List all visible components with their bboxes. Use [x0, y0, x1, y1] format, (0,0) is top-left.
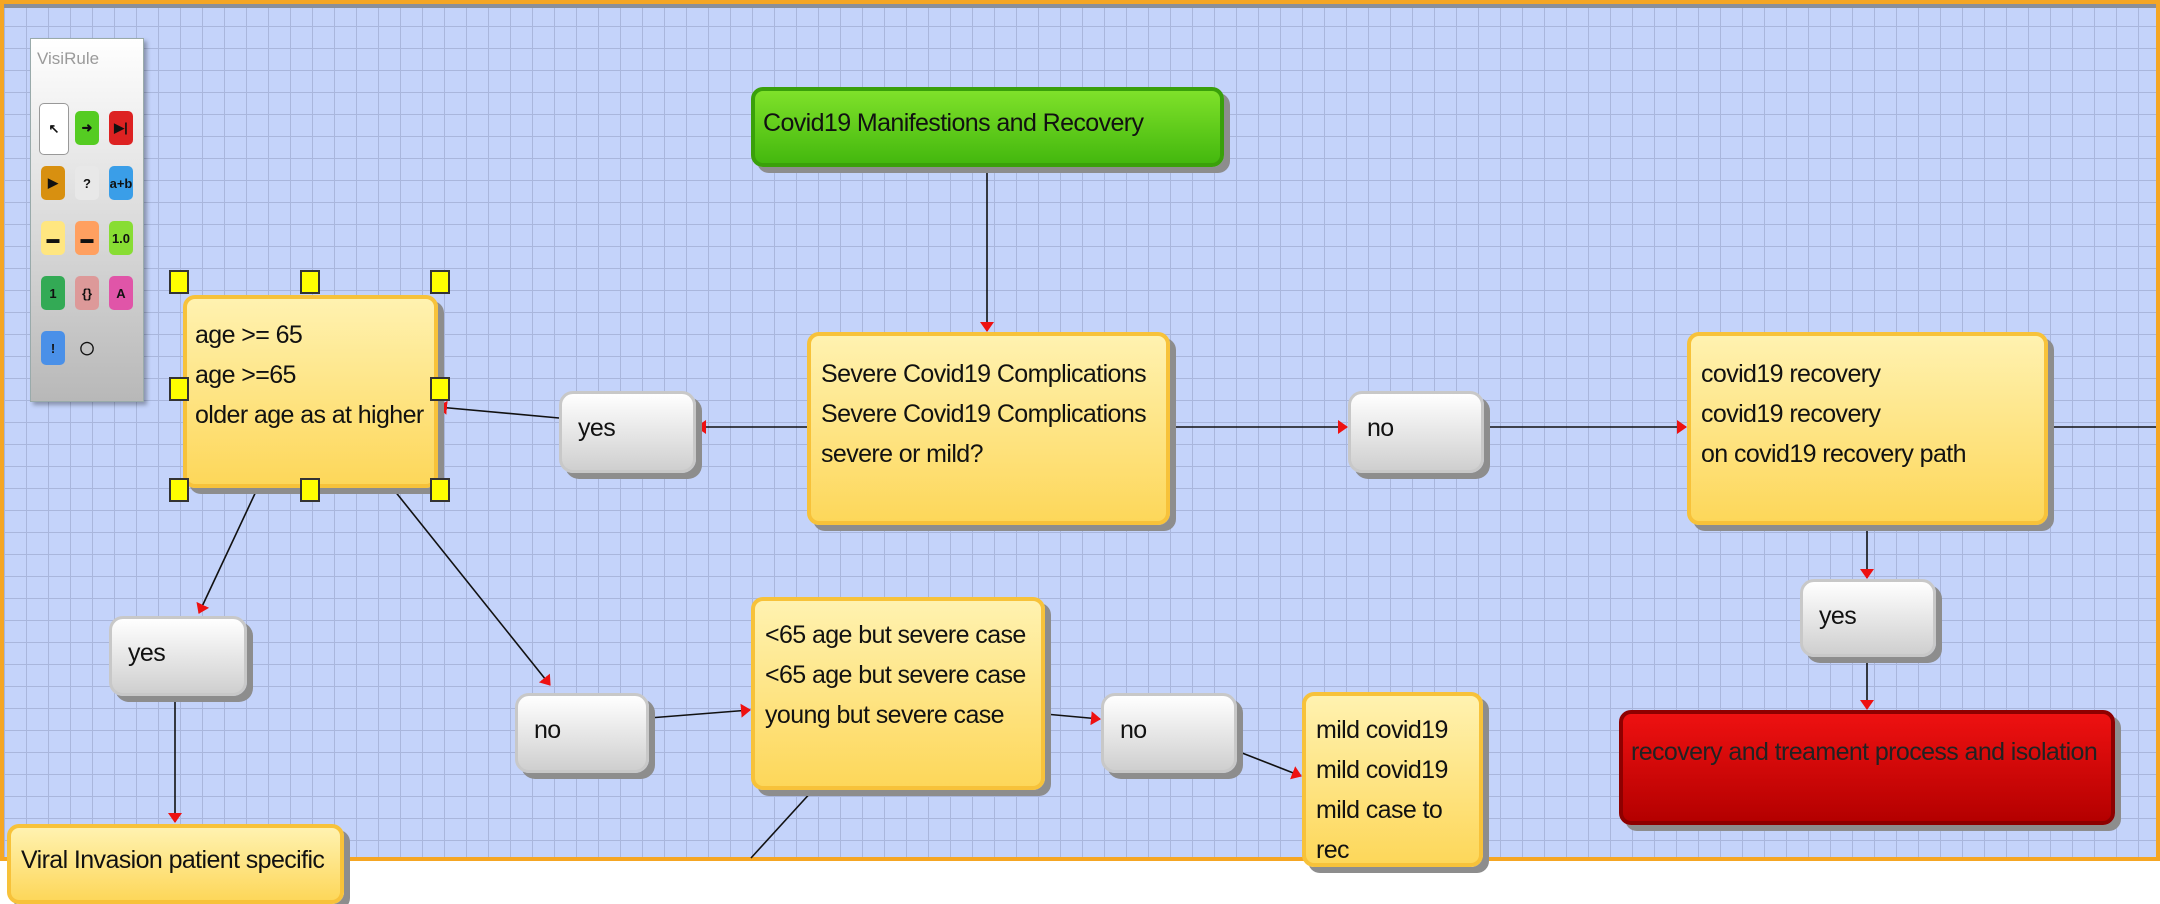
edge-age-yes: [196, 484, 260, 614]
treatment-node-label: recovery and treament process and isolat…: [1631, 738, 2098, 766]
resize-handle-w[interactable]: [169, 377, 189, 401]
mild-node[interactable]: mild covid19 mild covid19 mild case to r…: [1302, 692, 1483, 867]
age-node[interactable]: age >= 65 age >=65 older age as at highe…: [183, 295, 438, 488]
pointer-icon[interactable]: ↖: [39, 103, 69, 155]
answer-label: no: [1367, 414, 1394, 442]
answer-yes-age[interactable]: yes: [559, 391, 696, 473]
node-line: Severe Covid19 Complications: [821, 360, 1147, 388]
answer-yes-recovery[interactable]: yes: [1800, 579, 1936, 657]
viral-node[interactable]: Viral Invasion patient specific: [7, 824, 344, 904]
answer-label: no: [1120, 716, 1147, 744]
resize-handle-s[interactable]: [300, 478, 320, 502]
canvas-top-bar: [4, 4, 2156, 8]
answer-yes-viral[interactable]: yes: [109, 616, 247, 696]
node-line: mild covid19: [1316, 756, 1448, 784]
severe-node[interactable]: Severe Covid19 Complications Severe Covi…: [807, 332, 1170, 525]
treatment-node[interactable]: recovery and treament process and isolat…: [1619, 710, 2115, 825]
multi-choice-icon[interactable]: ▬: [75, 221, 99, 255]
text-icon[interactable]: A: [109, 276, 133, 310]
resize-handle-e[interactable]: [430, 377, 450, 401]
node-line: covid19 recovery: [1701, 400, 1881, 428]
node-line: <65 age but severe case: [765, 621, 1026, 649]
resize-handle-n[interactable]: [300, 270, 320, 294]
resize-handle-sw[interactable]: [169, 478, 189, 502]
node-line: <65 age but severe case: [765, 661, 1026, 689]
toolbar-title: VisiRule: [37, 49, 100, 68]
integer-icon[interactable]: 1: [41, 276, 65, 310]
start-node-label: Covid19 Manifestions and Recovery: [763, 109, 1144, 137]
edge-young-down: [750, 789, 814, 859]
node-line: age >=65: [195, 361, 296, 389]
answer-no-recovery[interactable]: no: [1348, 391, 1484, 473]
node-line: on covid19 recovery path: [1701, 440, 1967, 468]
viral-node-label: Viral Invasion patient specific: [21, 846, 325, 874]
node-line: age >= 65: [195, 321, 303, 349]
resize-handle-ne[interactable]: [430, 270, 450, 294]
start-arrow-icon[interactable]: ➜: [75, 111, 99, 145]
exclamation-icon[interactable]: !: [41, 331, 65, 365]
node-line: older age as at higher: [195, 401, 424, 429]
edge-no-mild: [1236, 750, 1302, 780]
visirule-toolbar: VisiRule ↖➜ ▶| ▶? a+b ▬ ▬ 1.0 1 {} A! ◯: [30, 38, 144, 402]
code-icon[interactable]: {}: [75, 276, 99, 310]
answer-no-young[interactable]: no: [515, 693, 649, 773]
comment-icon[interactable]: ◯: [79, 340, 95, 355]
end-icon[interactable]: ▶|: [109, 111, 133, 145]
node-line: mild case to rec: [1316, 796, 1443, 864]
answer-no-mild[interactable]: no: [1101, 693, 1237, 773]
node-line: covid19 recovery: [1701, 360, 1881, 388]
node-line: Severe Covid19 Complications: [821, 400, 1147, 428]
recovery-node[interactable]: covid19 recovery covid19 recovery on cov…: [1687, 332, 2048, 525]
young-severe-node[interactable]: <65 age but severe case <65 age but seve…: [751, 597, 1045, 790]
node-line: severe or mild?: [821, 440, 984, 468]
edges-layer: [168, 167, 2156, 859]
answer-label: no: [534, 716, 561, 744]
answer-label: yes: [128, 639, 166, 667]
node-line: mild covid19: [1316, 716, 1448, 744]
edge-age-no: [389, 484, 551, 686]
continue-icon[interactable]: ▶: [41, 166, 65, 200]
node-line: young but severe case: [765, 701, 1005, 729]
answer-label: yes: [1819, 602, 1857, 630]
edge-young-no: [1044, 711, 1101, 726]
resize-handle-se[interactable]: [430, 478, 450, 502]
single-choice-icon[interactable]: ▬: [41, 221, 65, 255]
number-icon[interactable]: 1.0: [109, 221, 133, 255]
answer-label: yes: [578, 414, 616, 442]
edge-no-young: [648, 703, 751, 719]
question-icon[interactable]: ?: [75, 166, 99, 200]
resize-handle-nw[interactable]: [169, 270, 189, 294]
expression-icon[interactable]: a+b: [109, 166, 133, 200]
edge-yes-age: [437, 400, 560, 419]
start-node[interactable]: Covid19 Manifestions and Recovery: [751, 87, 1224, 167]
